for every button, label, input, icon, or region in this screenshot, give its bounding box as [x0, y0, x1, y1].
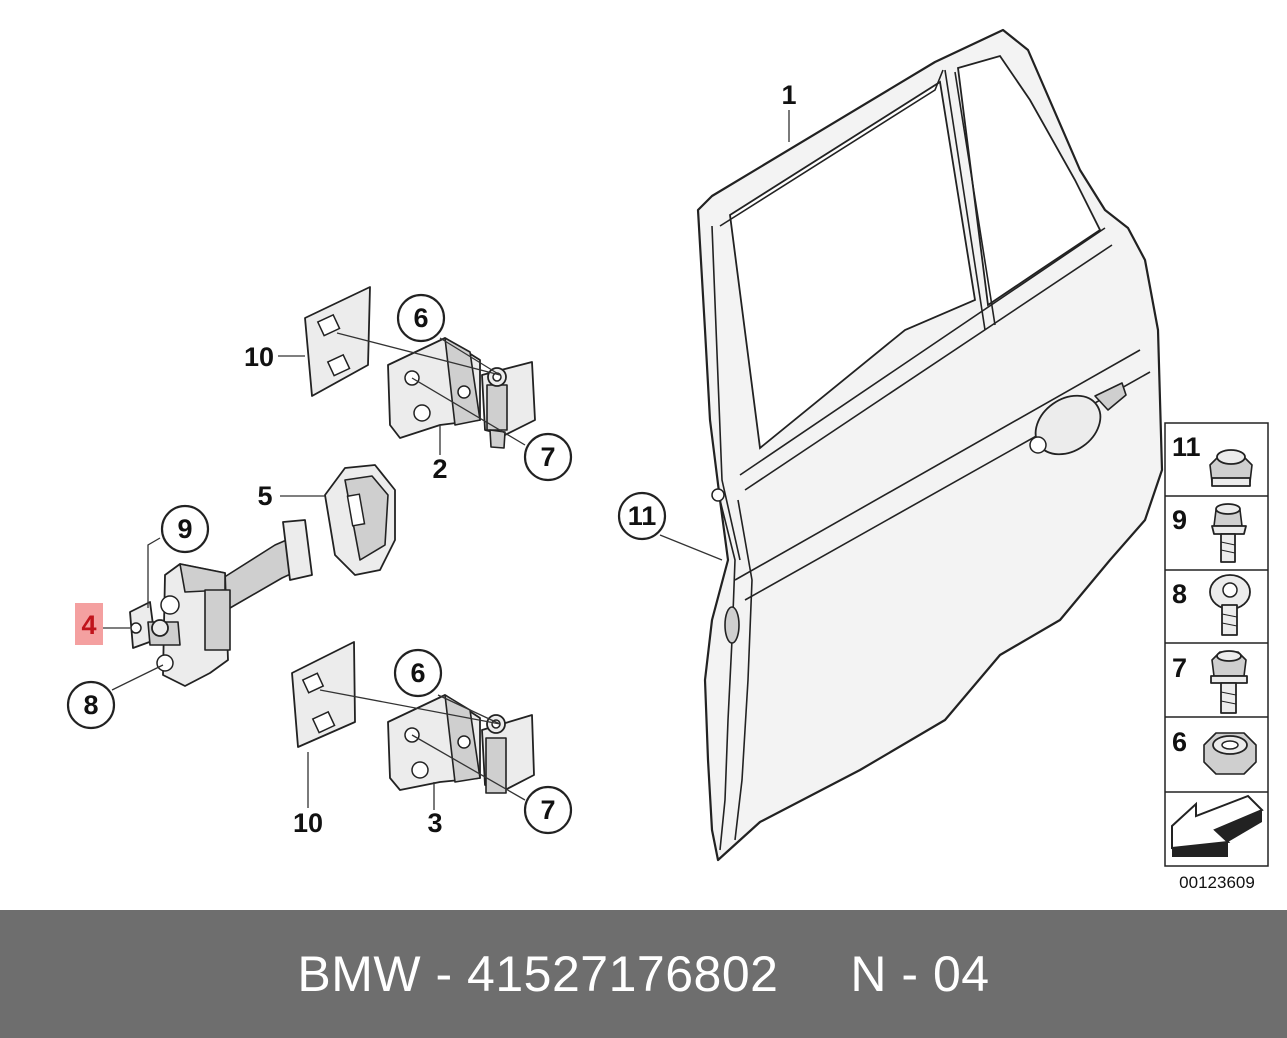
hex-bolt-icon [1210, 650, 1248, 714]
highlight-box [75, 603, 103, 645]
callout-8: 8 [83, 690, 98, 720]
direction-arrow-icon [1171, 794, 1264, 857]
callout-10-lower: 10 [293, 808, 323, 838]
torx-screw-icon [1209, 574, 1251, 636]
callout-3: 3 [427, 808, 442, 838]
part-number: 41527176802 [467, 946, 779, 1002]
callout-7-upper: 7 [540, 442, 555, 472]
upper-hinge[interactable] [387, 337, 536, 449]
callout-labels: 1 2 3 4 5 10 10 [75, 80, 797, 838]
rear-door[interactable] [696, 28, 1164, 862]
callout-6-lower: 6 [410, 658, 425, 688]
fastener-legend: 11 9 8 7 6 [1164, 422, 1269, 892]
legend-label-11: 11 [1172, 432, 1201, 462]
banner-text: BMW - 41527176802 N - 04 [297, 945, 989, 1003]
cap-nut-icon [1209, 449, 1253, 487]
legend-label-6: 6 [1172, 727, 1187, 757]
door-check-strap[interactable] [129, 519, 313, 687]
callout-9: 9 [177, 514, 192, 544]
callout-7-lower: 7 [540, 795, 555, 825]
banner-gap [778, 946, 850, 1002]
parts-diagram: 1 2 3 4 5 10 10 6 7 9 8 6 7 11 11 9 8 7 [66, 28, 1269, 892]
banner-separator: - [421, 946, 468, 1002]
shim-lower[interactable] [291, 641, 356, 748]
brand-name: BMW [297, 946, 422, 1002]
lower-hinge[interactable] [387, 694, 535, 794]
legend-label-7: 7 [1172, 653, 1187, 683]
torx-bolt-icon [1211, 503, 1247, 563]
grommet[interactable] [324, 464, 396, 576]
callout-4: 4 [81, 610, 96, 640]
callout-5: 5 [257, 481, 272, 511]
callout-10-upper: 10 [244, 342, 274, 372]
reference-number: 00123609 [1179, 873, 1255, 892]
legend-label-9: 9 [1172, 505, 1187, 535]
diagram-position: N - 04 [850, 946, 990, 1002]
circled-callouts: 6 7 9 8 6 7 11 [66, 293, 667, 835]
hex-nut-icon [1203, 732, 1257, 775]
callout-2: 2 [432, 454, 447, 484]
shim-upper[interactable] [304, 286, 371, 397]
leader-lines [103, 110, 790, 810]
legend-label-8: 8 [1172, 579, 1187, 609]
callout-1: 1 [781, 80, 796, 110]
callout-6-upper: 6 [413, 303, 428, 333]
callout-11: 11 [628, 501, 657, 531]
part-number-banner: BMW - 41527176802 N - 04 [0, 910, 1287, 1038]
